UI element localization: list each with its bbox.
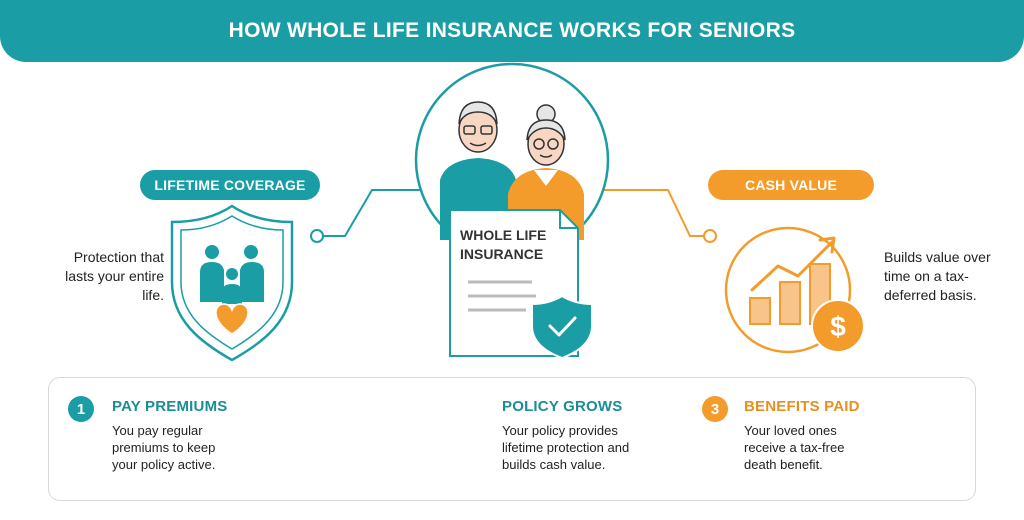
policy-document-icon <box>449 209 593 360</box>
step-3-number: 3 <box>702 396 728 422</box>
step-3-title: BENEFITS PAID <box>744 398 860 415</box>
step-1-title: PAY PREMIUMS <box>112 398 228 415</box>
svg-text:$: $ <box>830 311 846 342</box>
step-1-description: You pay regular premiums to keep your po… <box>112 423 216 472</box>
page-title: HOW WHOLE LIFE INSURANCE WORKS FOR SENIO… <box>228 19 796 42</box>
lifetime-coverage-label: LIFETIME COVERAGE <box>140 170 320 200</box>
step-1-number: 1 <box>68 396 94 422</box>
family-shield-icon <box>170 204 294 362</box>
right-connector-node <box>703 229 717 243</box>
cash-value-description: Builds value over time on a tax-deferred… <box>884 249 991 303</box>
steps-panel <box>48 377 976 501</box>
document-title: WHOLE LIFE INSURANCE <box>460 227 547 262</box>
cash-value-label: CASH VALUE <box>708 170 874 200</box>
lifetime-coverage-description: Protection that lasts your entire life. <box>65 249 164 303</box>
left-connector-node <box>310 229 324 243</box>
step-2-description: Your policy provides lifetime protection… <box>502 423 630 472</box>
step-2-title: POLICY GROWS <box>502 398 623 415</box>
header-banner: HOW WHOLE LIFE INSURANCE WORKS FOR SENIO… <box>0 0 1024 62</box>
right-connector-line <box>596 189 708 237</box>
step-3-description: Your loved ones receive a tax-free death… <box>744 423 845 472</box>
left-connector-line <box>318 189 430 237</box>
growth-chart-icon: $ <box>724 226 865 354</box>
